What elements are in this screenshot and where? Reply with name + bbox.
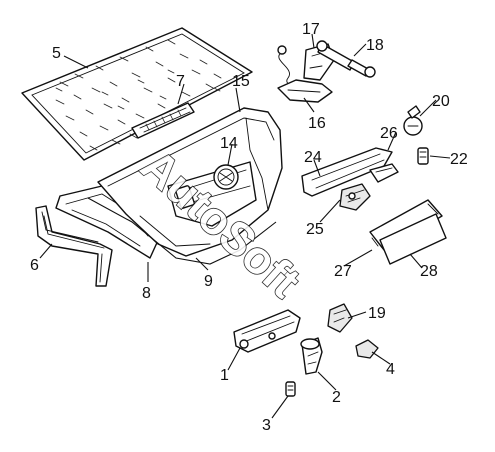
- callout-17: 17: [302, 21, 320, 38]
- callout-24: 24: [304, 149, 322, 166]
- callout-1: 1: [220, 367, 229, 384]
- trunk-emblem: [213, 164, 239, 190]
- callout-5: 5: [52, 45, 61, 62]
- trunk-latch: [327, 303, 353, 333]
- callout-labels: 5 7 15 14 16 17 18 20 22 24 26 25 27 28 …: [30, 21, 468, 434]
- callout-8: 8: [142, 285, 151, 302]
- callout-4: 4: [386, 361, 395, 378]
- callout-6: 6: [30, 257, 39, 274]
- retaining-clip: [355, 339, 379, 359]
- rear-window-glass: [21, 27, 253, 161]
- callout-14: 14: [220, 135, 238, 152]
- callout-26: 26: [380, 125, 398, 142]
- trunk-latch-lock: [339, 183, 371, 211]
- callout-28: 28: [420, 263, 438, 280]
- callout-22: 22: [450, 151, 468, 168]
- leader-lines: [39, 33, 451, 419]
- hinge-pad: [277, 79, 333, 103]
- lock-cylinder: [300, 337, 323, 375]
- callout-20: 20: [432, 93, 450, 110]
- high-mount-brake-light: [131, 102, 195, 139]
- callout-18: 18: [366, 37, 384, 54]
- callout-7: 7: [176, 73, 185, 90]
- callout-25: 25: [306, 221, 324, 238]
- callout-2: 2: [332, 389, 341, 406]
- grommet: [417, 147, 429, 165]
- callout-27: 27: [334, 263, 352, 280]
- callout-19: 19: [368, 305, 386, 322]
- callout-9: 9: [204, 273, 213, 290]
- bolt: [285, 381, 296, 397]
- trunk-side-trim-seal: [35, 205, 113, 287]
- callout-16: 16: [308, 115, 326, 132]
- callout-3: 3: [262, 417, 271, 434]
- gas-strut: [316, 40, 376, 78]
- callout-15: 15: [232, 73, 250, 90]
- license-lamp: [369, 163, 399, 183]
- light-bulb-socket: [403, 105, 423, 136]
- lock-cylinder-badge: [175, 185, 195, 209]
- license-plate-bracket: [369, 199, 447, 265]
- trunk-lock-assembly: [233, 309, 301, 353]
- trunk-lid-seal-outline: [87, 197, 277, 265]
